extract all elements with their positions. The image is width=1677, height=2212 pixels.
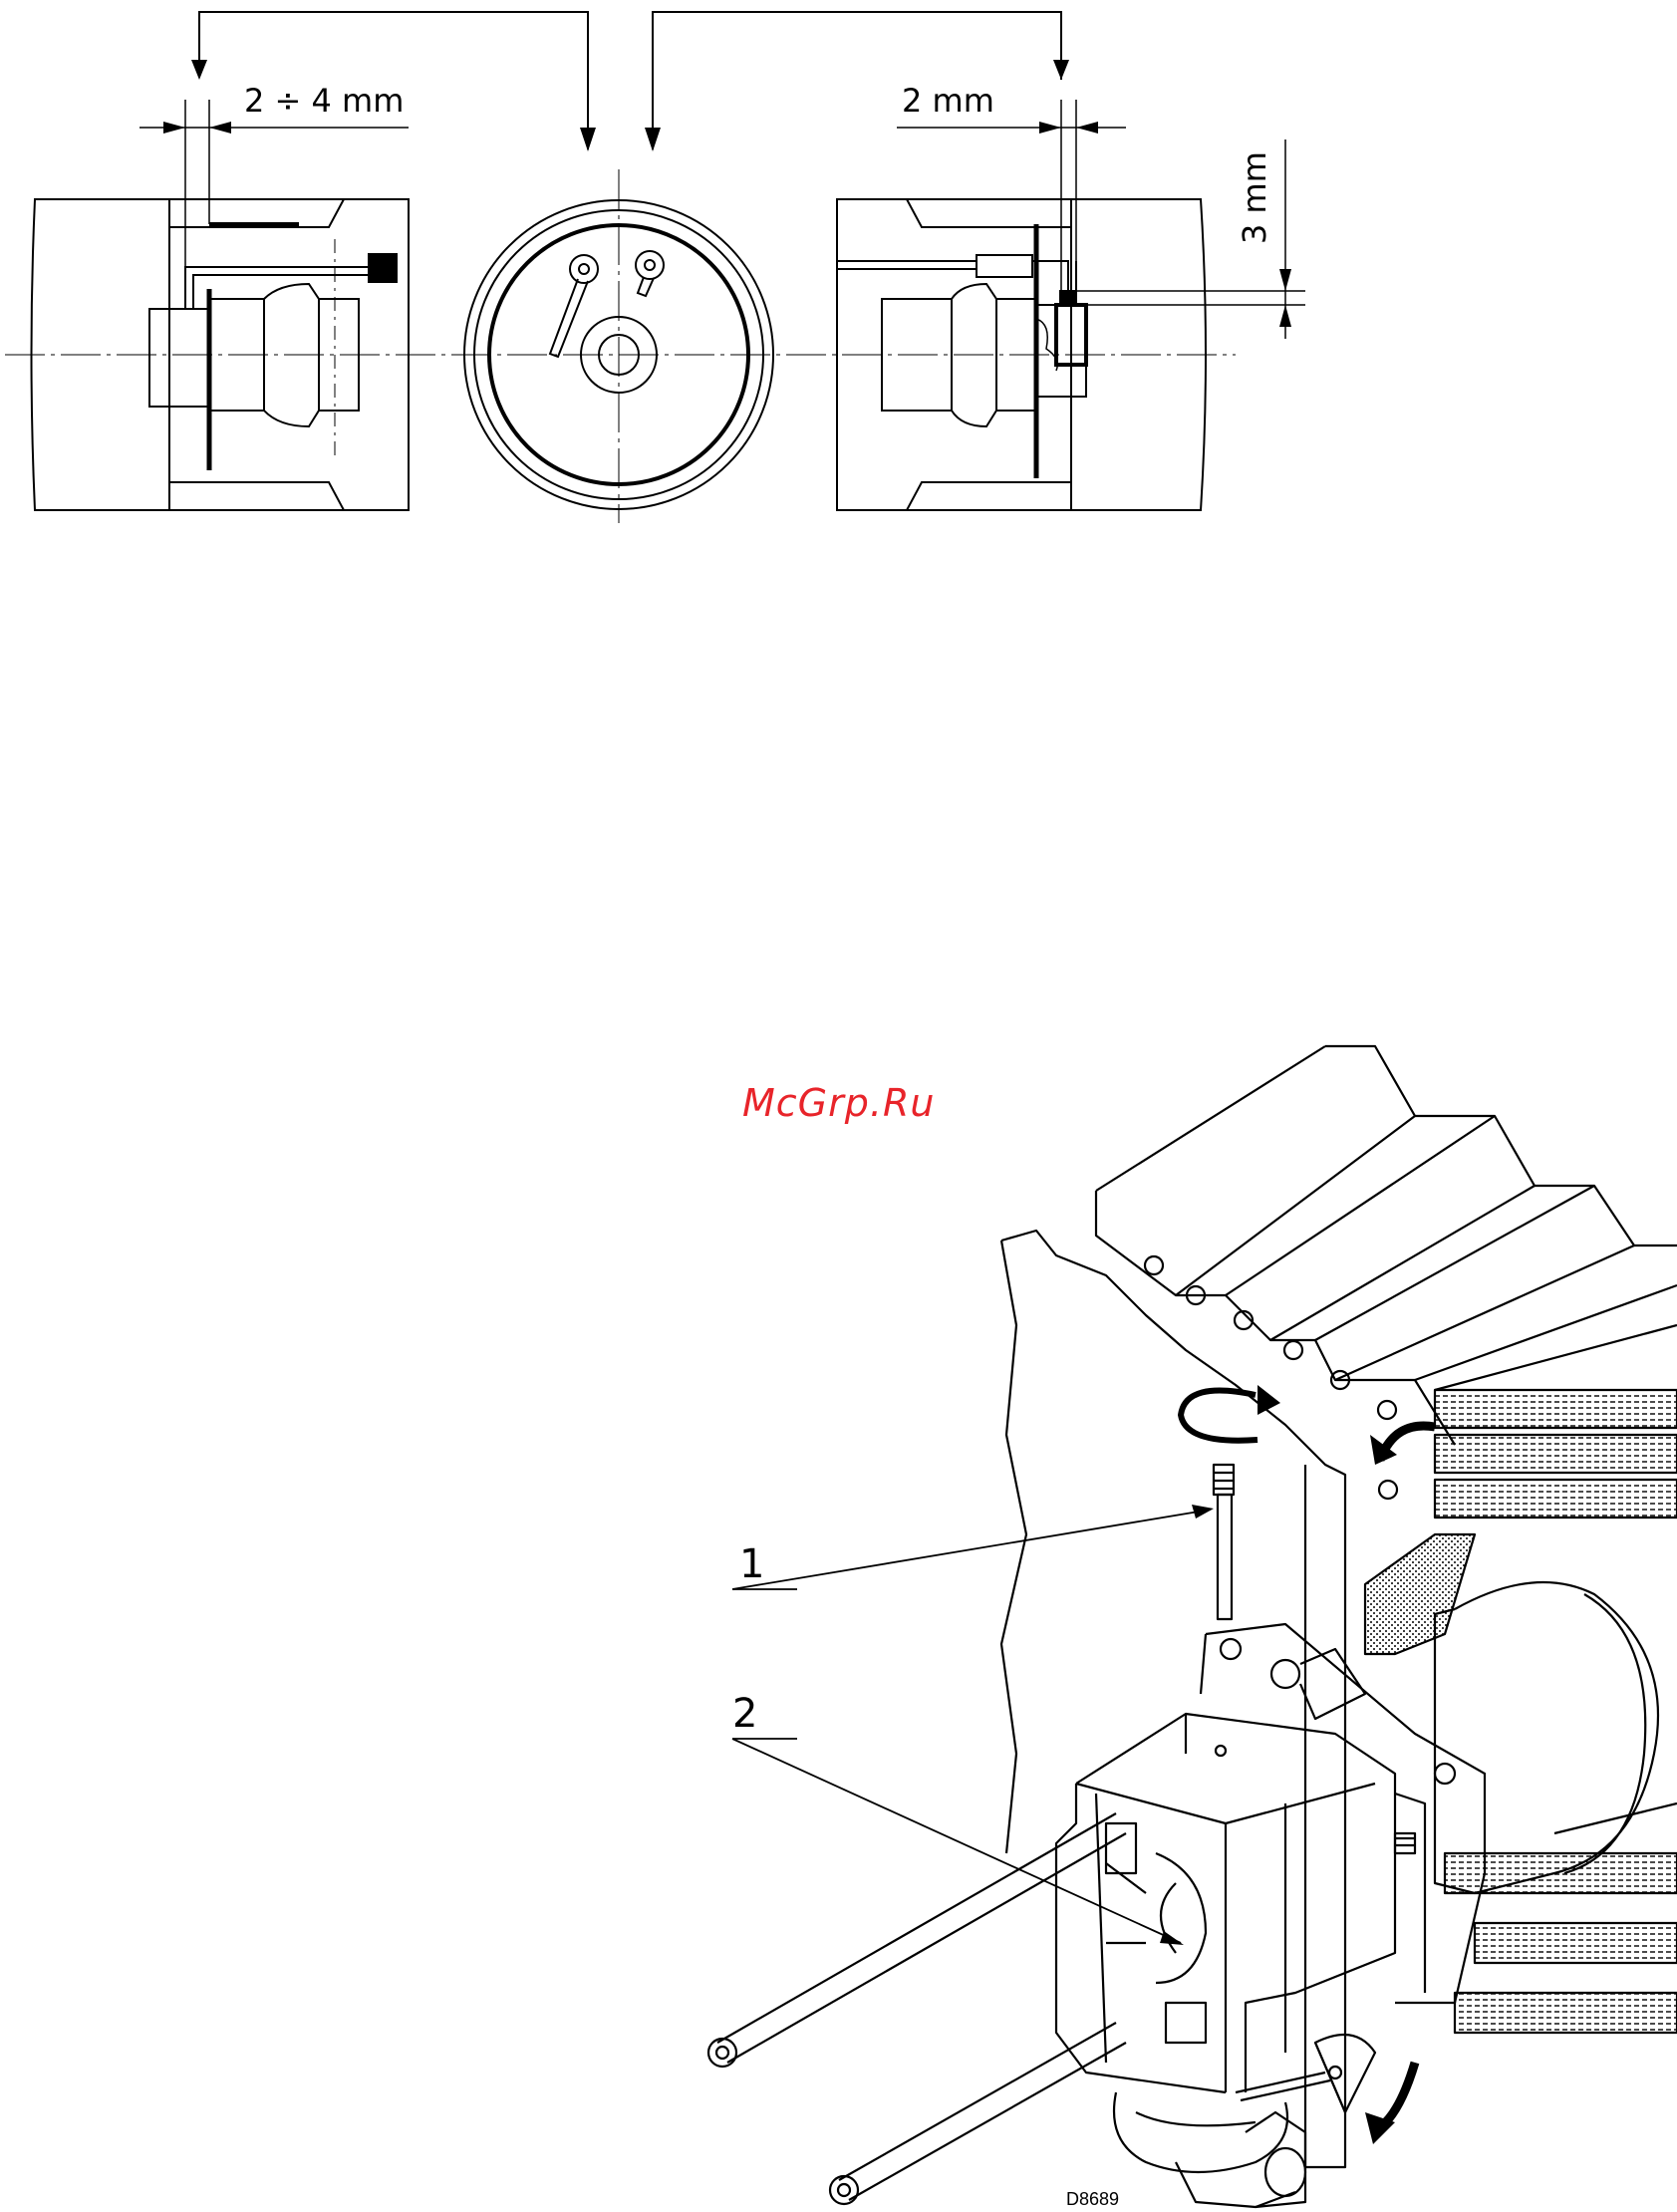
callout-leaders	[732, 1505, 1214, 1945]
dimension-label-right-horizontal: 2 mm	[902, 82, 994, 120]
front-view	[464, 169, 773, 523]
guide-rods	[708, 1813, 1126, 2204]
dimension-label-right-vertical: 3 mm	[1236, 151, 1273, 244]
fixing-screw	[1214, 1465, 1234, 1619]
left-side-view	[32, 100, 410, 510]
dimension-label-left: 2 ÷ 4 mm	[244, 82, 404, 120]
callout-2: 2	[732, 1691, 757, 1737]
rotation-arrow-bottom	[1365, 2063, 1415, 2144]
burner-flange	[1201, 1624, 1485, 2003]
callout-1: 1	[739, 1541, 764, 1587]
combustion-head	[1435, 1582, 1658, 1893]
rotation-arrow-right	[1370, 1426, 1435, 1465]
watermark: McGrp.Ru	[742, 1081, 935, 1125]
burner-mounting-illustration	[708, 1046, 1677, 2207]
boiler-body	[1096, 1046, 1677, 2033]
rotation-arrow-top	[1181, 1385, 1280, 1441]
electrode-adjustment-diagram	[5, 12, 1305, 523]
drawing-code: D8689	[1066, 2189, 1119, 2209]
servomotor	[1271, 1649, 1365, 1719]
burner-housing	[1056, 1714, 1415, 2092]
mounting-plate	[1001, 1231, 1475, 2167]
